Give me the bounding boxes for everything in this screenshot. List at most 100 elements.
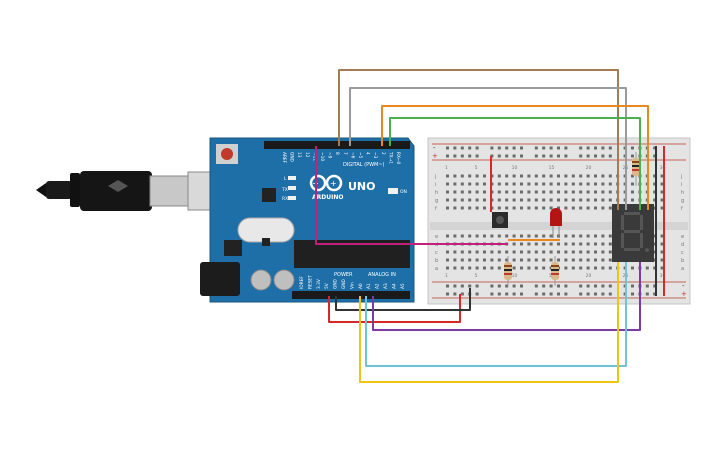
breadboard-hole[interactable] [460, 266, 464, 270]
rail-hole[interactable] [453, 146, 457, 150]
breadboard-hole[interactable] [512, 234, 516, 238]
breadboard-hole[interactable] [579, 190, 583, 194]
breadboard-hole[interactable] [534, 234, 538, 238]
breadboard-hole[interactable] [571, 182, 575, 186]
wire-yellow[interactable] [359, 262, 619, 383]
breadboard-hole[interactable] [594, 206, 597, 210]
rail-hole[interactable] [594, 284, 597, 288]
breadboard-hole[interactable] [497, 182, 501, 186]
breadboard-hole[interactable] [653, 242, 657, 246]
rail-hole[interactable] [534, 146, 538, 150]
breadboard-hole[interactable] [453, 190, 457, 194]
breadboard-hole[interactable] [608, 266, 612, 270]
breadboard-hole[interactable] [542, 174, 546, 178]
breadboard-hole[interactable] [608, 258, 612, 262]
breadboard-hole[interactable] [579, 258, 583, 262]
breadboard-hole[interactable] [579, 198, 583, 202]
breadboard-hole[interactable] [512, 258, 516, 262]
breadboard-hole[interactable] [534, 182, 538, 186]
breadboard-hole[interactable] [579, 242, 583, 246]
breadboard-hole[interactable] [520, 258, 523, 262]
rail-hole[interactable] [534, 284, 538, 288]
rail-hole[interactable] [564, 154, 568, 158]
breadboard-hole[interactable] [586, 234, 590, 238]
breadboard-hole[interactable] [594, 250, 597, 254]
breadboard-hole[interactable] [594, 266, 597, 270]
rail-hole[interactable] [564, 146, 568, 150]
breadboard-hole[interactable] [446, 190, 449, 194]
breadboard-hole[interactable] [483, 190, 486, 194]
breadboard-hole[interactable] [512, 250, 516, 254]
breadboard-hole[interactable] [497, 258, 501, 262]
breadboard-hole[interactable] [631, 174, 634, 178]
rail-hole[interactable] [601, 292, 605, 296]
rail-hole[interactable] [453, 154, 457, 158]
breadboard-hole[interactable] [542, 234, 546, 238]
breadboard-hole[interactable] [660, 250, 664, 254]
wire-green[interactable] [389, 117, 641, 210]
rail-hole[interactable] [460, 284, 464, 288]
breadboard-hole[interactable] [453, 174, 457, 178]
breadboard-hole[interactable] [608, 174, 612, 178]
breadboard-hole[interactable] [571, 190, 575, 194]
breadboard-hole[interactable] [475, 234, 479, 238]
breadboard-hole[interactable] [534, 258, 538, 262]
rail-hole[interactable] [475, 284, 479, 288]
breadboard-hole[interactable] [564, 182, 568, 186]
rail-hole[interactable] [542, 154, 546, 158]
breadboard-hole[interactable] [468, 234, 472, 238]
breadboard-hole[interactable] [505, 182, 509, 186]
breadboard-hole[interactable] [631, 198, 634, 202]
breadboard-hole[interactable] [446, 174, 449, 178]
rail-hole[interactable] [653, 292, 657, 296]
breadboard-hole[interactable] [542, 206, 546, 210]
breadboard-hole[interactable] [571, 198, 575, 202]
rail-hole[interactable] [579, 292, 583, 296]
rail-hole[interactable] [460, 146, 464, 150]
breadboard-hole[interactable] [527, 258, 531, 262]
breadboard-hole[interactable] [483, 250, 486, 254]
breadboard-hole[interactable] [453, 250, 457, 254]
rail-hole[interactable] [653, 154, 657, 158]
breadboard-hole[interactable] [660, 242, 664, 246]
breadboard-hole[interactable] [564, 198, 568, 202]
breadboard-hole[interactable] [446, 206, 449, 210]
wire-brown[interactable] [338, 69, 619, 210]
breadboard-hole[interactable] [520, 234, 523, 238]
breadboard-hole[interactable] [594, 182, 597, 186]
breadboard-hole[interactable] [579, 250, 583, 254]
rail-hole[interactable] [645, 284, 649, 288]
breadboard-hole[interactable] [446, 258, 449, 262]
breadboard-hole[interactable] [557, 190, 560, 194]
breadboard-hole[interactable] [586, 266, 590, 270]
breadboard-hole[interactable] [557, 250, 560, 254]
breadboard-hole[interactable] [586, 250, 590, 254]
rail-hole[interactable] [505, 146, 509, 150]
rail-hole[interactable] [512, 284, 516, 288]
rail-hole[interactable] [549, 284, 553, 288]
breadboard-hole[interactable] [549, 174, 553, 178]
breadboard-hole[interactable] [594, 258, 597, 262]
rail-hole[interactable] [608, 284, 612, 288]
breadboard-hole[interactable] [579, 234, 583, 238]
rail-hole[interactable] [475, 154, 479, 158]
breadboard-hole[interactable] [571, 234, 575, 238]
rail-hole[interactable] [557, 146, 560, 150]
rail-hole[interactable] [645, 292, 649, 296]
breadboard-hole[interactable] [534, 206, 538, 210]
rail-hole[interactable] [446, 284, 449, 288]
breadboard-hole[interactable] [660, 190, 664, 194]
breadboard-hole[interactable] [460, 182, 464, 186]
breadboard-hole[interactable] [453, 234, 457, 238]
breadboard-hole[interactable] [520, 174, 523, 178]
rail-hole[interactable] [608, 146, 612, 150]
breadboard-hole[interactable] [660, 198, 664, 202]
breadboard-hole[interactable] [542, 190, 546, 194]
breadboard-hole[interactable] [475, 174, 479, 178]
breadboard-hole[interactable] [601, 198, 605, 202]
breadboard-hole[interactable] [520, 242, 523, 246]
breadboard-hole[interactable] [653, 266, 657, 270]
rail-hole[interactable] [557, 154, 560, 158]
breadboard-hole[interactable] [601, 206, 605, 210]
